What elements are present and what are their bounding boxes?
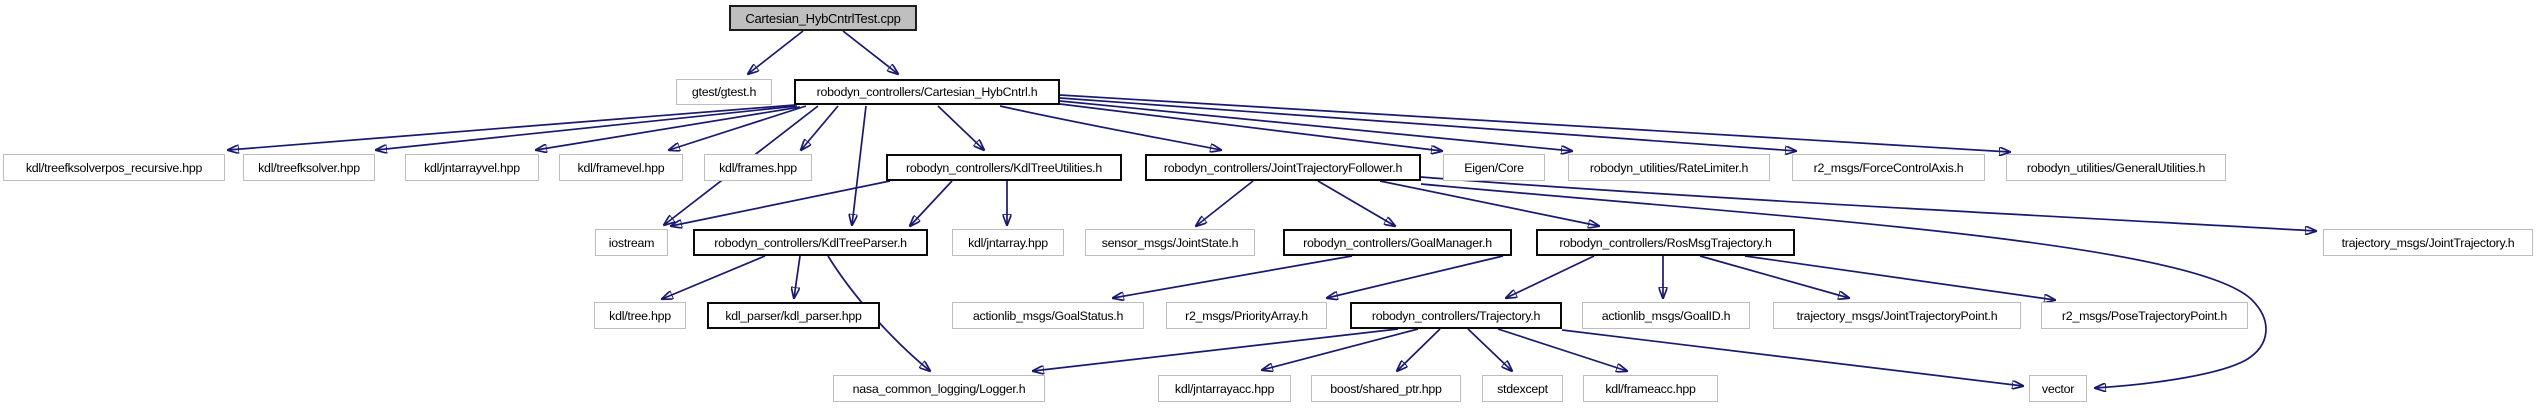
node-kdltreeutilities-h[interactable]: robodyn_controllers/KdlTreeUtilities.h	[886, 154, 1122, 181]
edge-rosmsgtrajectory-trajectory	[1506, 255, 1595, 298]
node-kdl-parser-hpp[interactable]: kdl_parser/kdl_parser.hpp	[707, 302, 880, 329]
edge-cartesian-jtf	[999, 105, 1221, 150]
edge-cartesian-forcecontrolaxis	[1059, 97, 1796, 151]
node-forcecontrolaxis-h: r2_msgs/ForceControlAxis.h	[1792, 154, 1985, 181]
node-goalid-h: actionlib_msgs/GoalID.h	[1582, 302, 1750, 329]
edge-rosmsgtrajectory-jointtrajectorypoint	[1699, 255, 1849, 298]
node-jntarrayacc-hpp: kdl/jntarrayacc.hpp	[1158, 375, 1291, 402]
node-jointstate-h: sensor_msgs/JointState.h	[1085, 229, 1255, 256]
node-gtest-gtest-h: gtest/gtest.h	[676, 79, 772, 105]
edge-kdltreeutilities-iostream	[671, 180, 891, 226]
edge-testcpp-gtest	[748, 30, 804, 74]
node-jntarray-hpp: kdl/jntarray.hpp	[952, 229, 1064, 256]
node-boost-shared-ptr-hpp: boost/shared_ptr.hpp	[1311, 375, 1461, 402]
edge-cartesian-generalutilities	[1059, 94, 2010, 152]
edge-jtf-goalmanager	[1317, 180, 1395, 226]
edge-trajectory-jntarrayacc	[1262, 328, 1419, 370]
edge-cartesian-treefksolver	[376, 105, 798, 150]
edge-cartesian-kdltreeutilities	[937, 105, 984, 150]
node-generalutilities-h: robodyn_utilities/GeneralUtilities.h	[2006, 154, 2226, 181]
node-treefksolver-hpp: kdl/treefksolver.hpp	[243, 154, 375, 181]
edge-trajectory-boost	[1397, 328, 1441, 371]
edge-cartesian-ratelimiter	[1059, 100, 1572, 151]
node-cartesian-hybcntrltest-cpp: Cartesian_HybCntrlTest.cpp	[729, 5, 917, 31]
node-jntarrayvel-hpp: kdl/jntarrayvel.hpp	[405, 154, 539, 181]
node-goalstatus-h: actionlib_msgs/GoalStatus.h	[952, 302, 1144, 329]
node-posetrajectorypoint-h: r2_msgs/PoseTrajectoryPoint.h	[2041, 302, 2248, 329]
node-frameacc-hpp: kdl/frameacc.hpp	[1583, 375, 1718, 402]
node-tree-hpp: kdl/tree.hpp	[594, 302, 686, 329]
edge-cartesian-framevel	[669, 105, 807, 150]
node-iostream: iostream	[595, 229, 668, 256]
edge-cartesian-jntarrayvel	[536, 106, 801, 150]
edge-kdltreeparser-kdlparser	[794, 255, 801, 298]
edge-trajectory-stdexcept	[1467, 328, 1512, 371]
edge-cartesian-treefksolverpos	[228, 104, 796, 150]
edge-rosmsgtrajectory-posetrajectorypoint	[1744, 255, 2055, 300]
node-logger-h: nasa_common_logging/Logger.h	[833, 375, 1045, 402]
edge-cartesian-frames	[801, 105, 839, 150]
node-cartesian-hybcntrl-h[interactable]: robodyn_controllers/Cartesian_HybCntrl.h	[794, 79, 1060, 105]
node-jointtrajectoryfollower-h[interactable]: robodyn_controllers/JointTrajectoryFollo…	[1145, 154, 1421, 181]
edge-cartesian-kdltreeparser	[852, 105, 867, 225]
edge-trajectory-vector	[1561, 329, 2023, 386]
edge-jtf-rosmsgtrajectory	[1379, 180, 1599, 226]
node-frames-hpp: kdl/frames.hpp	[704, 154, 812, 181]
node-jointtrajectory-h: trajectory_msgs/JointTrajectory.h	[2323, 229, 2533, 256]
node-kdltreeparser-h[interactable]: robodyn_controllers/KdlTreeParser.h	[693, 229, 928, 256]
node-trajectory-h[interactable]: robodyn_controllers/Trajectory.h	[1350, 302, 1562, 329]
edge-goalmanager-priorityarray	[1327, 255, 1504, 298]
node-rosmsgtrajectory-h[interactable]: robodyn_controllers/RosMsgTrajectory.h	[1536, 229, 1795, 256]
edge-kdltreeutilities-kdltreeparser	[910, 180, 953, 226]
node-vector: vector	[2029, 375, 2087, 402]
edge-jtf-jointtrajectory	[1420, 176, 2316, 231]
edge-trajectory-frameacc	[1497, 328, 1627, 371]
node-framevel-hpp: kdl/framevel.hpp	[559, 154, 683, 181]
node-treefksolverpos-recursive-hpp: kdl/treefksolverpos_recursive.hpp	[3, 154, 225, 181]
edge-trajectory-logger	[1033, 328, 1399, 371]
edge-lines	[228, 30, 2316, 388]
node-priorityarray-h: r2_msgs/PriorityArray.h	[1166, 302, 1327, 329]
edge-kdltreeparser-tree	[662, 255, 766, 299]
node-stdexcept: stdexcept	[1482, 375, 1563, 402]
edge-cartesian-eigen	[1059, 103, 1442, 151]
node-jointtrajectorypoint-h: trajectory_msgs/JointTrajectoryPoint.h	[1773, 302, 2021, 329]
edge-testcpp-cartesian	[842, 30, 898, 74]
edge-jtf-jointstate	[1196, 180, 1254, 226]
node-goalmanager-h[interactable]: robodyn_controllers/GoalManager.h	[1283, 229, 1512, 256]
node-eigen-core: Eigen/Core	[1443, 154, 1545, 181]
edge-jtf-vector	[1420, 183, 2267, 388]
node-ratelimiter-h: robodyn_utilities/RateLimiter.h	[1568, 154, 1770, 181]
edge-goalmanager-goalstatus	[1113, 255, 1353, 298]
